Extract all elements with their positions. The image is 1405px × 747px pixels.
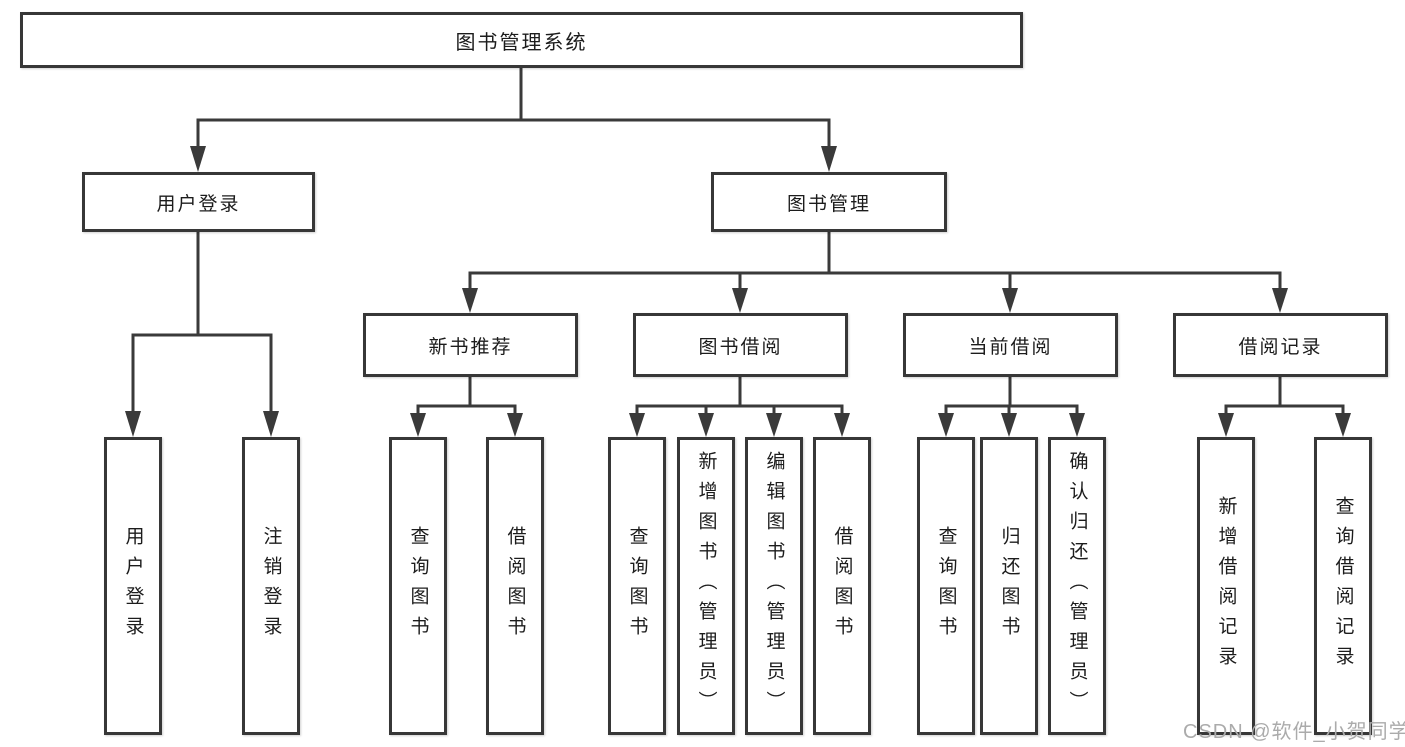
leaf-edit-books-admin: 编辑图书（管理员）	[745, 437, 803, 735]
node-new-book-recommend: 新书推荐	[363, 313, 578, 377]
leaf-return-books: 归还图书	[980, 437, 1038, 735]
leaf-borrow-books-recommend: 借阅图书	[486, 437, 544, 735]
leaf-confirm-return-admin: 确认归还（管理员）	[1048, 437, 1106, 735]
node-book-borrow: 图书借阅	[633, 313, 848, 377]
leaf-add-books-admin: 新增图书（管理员）	[677, 437, 735, 735]
csdn-watermark: CSDN @软件_小贺同学	[1183, 721, 1405, 743]
leaf-logout: 注销登录	[242, 437, 300, 735]
leaf-add-borrow-record: 新增借阅记录	[1197, 437, 1255, 735]
node-root-system: 图书管理系统	[20, 12, 1023, 68]
leaf-query-books-recommend: 查询图书	[389, 437, 447, 735]
node-current-borrow: 当前借阅	[903, 313, 1118, 377]
leaf-borrow-books: 借阅图书	[813, 437, 871, 735]
node-borrow-records: 借阅记录	[1173, 313, 1388, 377]
leaf-query-books-borrow: 查询图书	[608, 437, 666, 735]
leaf-query-books-current: 查询图书	[917, 437, 975, 735]
node-book-management-module: 图书管理	[711, 172, 947, 232]
leaf-user-login: 用户登录	[104, 437, 162, 735]
node-user-login-module: 用户登录	[82, 172, 315, 232]
leaf-query-borrow-record: 查询借阅记录	[1314, 437, 1372, 735]
